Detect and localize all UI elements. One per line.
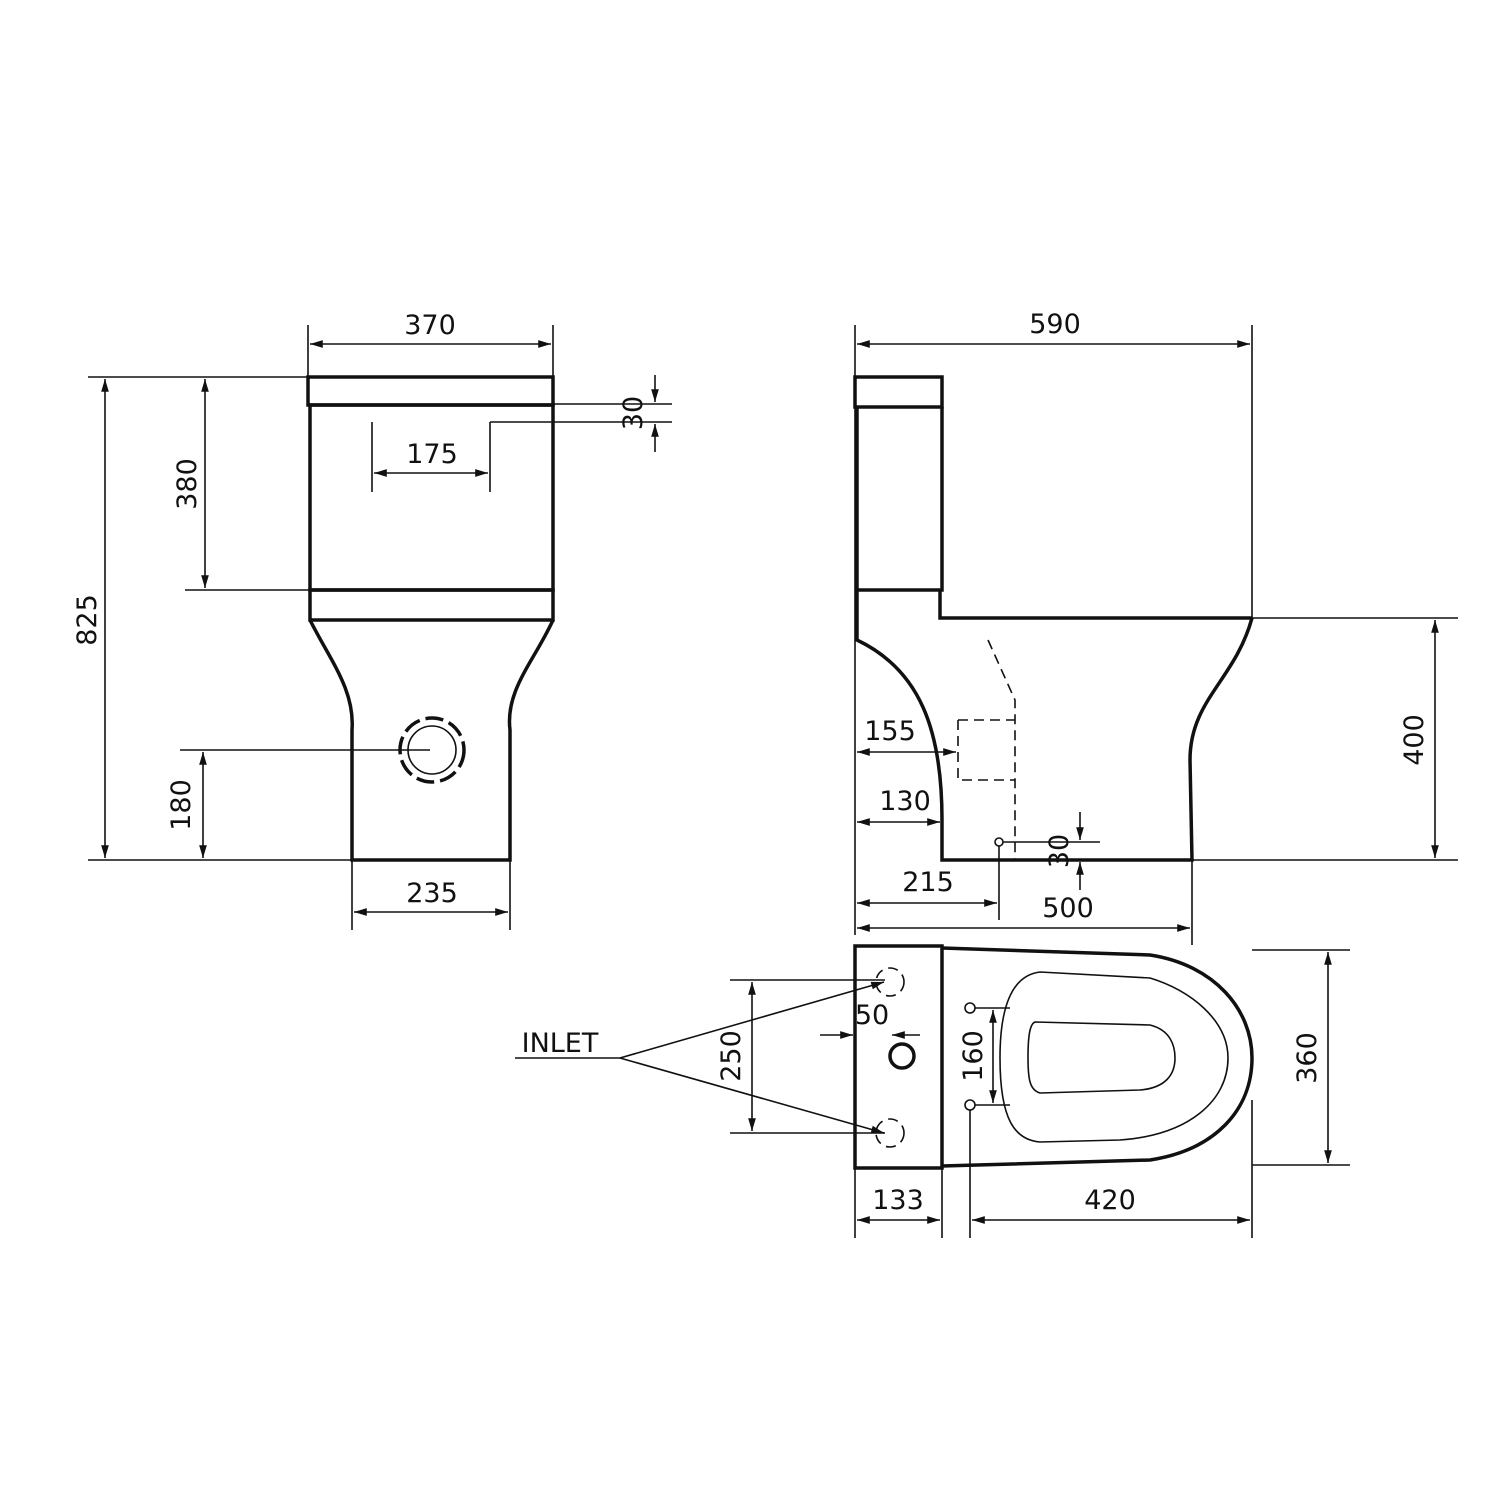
dim-215: 215 <box>902 867 954 898</box>
top-view: 160 360 133 420 250 50 INLET <box>515 944 1350 1238</box>
bowl-side <box>855 617 1254 862</box>
flush-button <box>888 1042 916 1070</box>
dim-360: 360 <box>1292 1032 1323 1084</box>
dim-175: 175 <box>406 439 458 470</box>
dim-380: 380 <box>172 458 203 510</box>
dim-133: 133 <box>872 1185 924 1216</box>
dim-180: 180 <box>166 779 197 831</box>
dim-50: 50 <box>855 1000 889 1031</box>
dim-235: 235 <box>406 878 458 909</box>
cistern-body <box>308 403 555 592</box>
inlet-label: INLET <box>522 1028 599 1059</box>
front-view: 370 825 380 180 235 175 30 <box>72 310 672 930</box>
dim-250: 250 <box>716 1030 747 1082</box>
dim-130: 130 <box>879 786 931 817</box>
dim-500: 500 <box>1042 893 1094 924</box>
dim-400: 400 <box>1399 714 1430 766</box>
dim-155: 155 <box>864 716 916 747</box>
pedestal <box>308 619 555 862</box>
dim-590: 590 <box>1029 309 1081 340</box>
cistern-lid <box>306 375 555 407</box>
dim-420: 420 <box>1084 1185 1136 1216</box>
dim-825: 825 <box>72 594 103 646</box>
dim-30-side: 30 <box>1044 834 1075 868</box>
cistern-side <box>855 407 1252 620</box>
cistern-lid-side <box>853 375 944 409</box>
dim-30-front: 30 <box>618 396 649 430</box>
seat-outline <box>999 971 1229 1143</box>
cistern-band <box>308 588 555 622</box>
dim-370: 370 <box>404 310 456 341</box>
bowl-outline-top <box>941 946 1254 1168</box>
seat-opening <box>1027 1021 1176 1094</box>
dim-160: 160 <box>958 1030 989 1082</box>
side-view: 590 400 155 130 215 500 30 <box>853 309 1458 945</box>
cistern-top <box>853 944 944 1170</box>
